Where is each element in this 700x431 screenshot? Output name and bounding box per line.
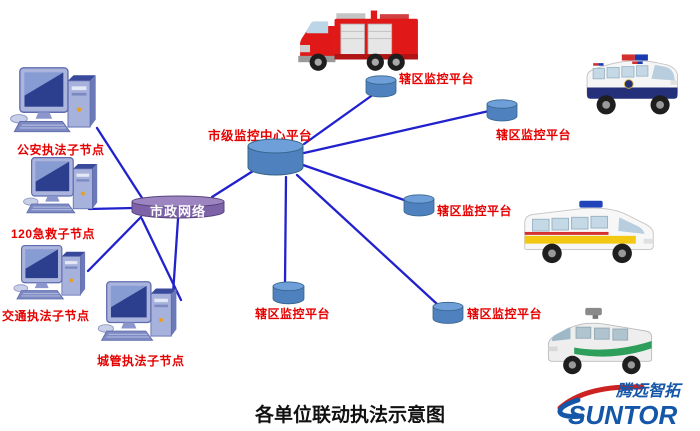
police-van-icon — [586, 54, 678, 115]
node-district-platform-2 — [486, 99, 518, 122]
label-municipal-network: 市政网络 — [149, 204, 206, 219]
edge-network-center — [210, 169, 255, 199]
database-cylinder-icon — [403, 194, 435, 217]
edge-center-platform1 — [302, 92, 376, 146]
desktop-computer-icon — [97, 281, 177, 341]
desktop-computer-icon — [23, 157, 98, 214]
diagram-title: 各单位联动执法示意图 — [254, 405, 445, 426]
label-district-platform-5: 辖区监控平台 — [467, 307, 543, 321]
label-urban-node: 城管执法子节点 — [97, 354, 185, 368]
desktop-computer-icon — [13, 244, 86, 300]
edge-center-platform2 — [302, 109, 491, 155]
database-cylinder-icon — [247, 138, 304, 176]
node-district-platform-3 — [403, 194, 435, 217]
node-traffic-computer — [12, 244, 90, 306]
desktop-computer-icon — [10, 67, 96, 133]
fire-truck-icon — [298, 10, 418, 71]
logo-brand-cn: 腾远智拓 — [615, 382, 683, 400]
vehicle-ambulance — [516, 192, 664, 268]
vehicle-surveillance-van — [541, 304, 659, 378]
node-district-platform-5 — [432, 301, 464, 325]
edge-center-platform3 — [301, 163, 409, 203]
surveillance-van-icon — [547, 307, 653, 375]
database-cylinder-icon — [272, 281, 305, 305]
label-district-platform-2: 辖区监控平台 — [496, 128, 572, 142]
label-police-node: 公安执法子节点 — [17, 143, 105, 157]
label-traffic-node: 交通执法子节点 — [2, 309, 90, 323]
database-cylinder-icon — [486, 99, 518, 122]
database-cylinder-icon — [432, 301, 464, 324]
edge-center-platform5 — [295, 173, 439, 306]
ambulance-icon — [524, 200, 654, 264]
node-municipal-network — [131, 195, 225, 220]
edge-police-network — [95, 126, 146, 203]
edge-urban-network-2 — [140, 217, 183, 302]
vehicle-fire-truck — [288, 6, 430, 74]
database-cylinder-icon — [365, 75, 397, 98]
label-district-platform-3: 辖区监控平台 — [437, 204, 513, 218]
node-district-platform-1 — [365, 75, 397, 98]
node-urban-computer — [96, 280, 182, 348]
node-120-computer — [22, 156, 102, 220]
edge-120-network — [87, 206, 136, 211]
suntor-logo: SUNTOR 腾远智拓 — [552, 376, 698, 430]
label-district-platform-1: 辖区监控平台 — [399, 72, 475, 86]
edge-center-platform4 — [283, 175, 288, 285]
logo-brand-en: SUNTOR — [568, 400, 678, 430]
node-police-computer — [8, 66, 102, 140]
vehicle-police-van — [572, 44, 696, 124]
logo-blue-swoosh-icon — [557, 397, 585, 419]
node-city-center-platform — [247, 138, 304, 177]
node-district-platform-4 — [272, 281, 305, 305]
network-cylinder-icon — [131, 195, 225, 219]
edge-urban-network — [171, 217, 180, 296]
edge-traffic-network — [86, 215, 143, 273]
label-120-node: 120急救子节点 — [11, 227, 96, 241]
label-district-platform-4: 辖区监控平台 — [255, 307, 331, 321]
